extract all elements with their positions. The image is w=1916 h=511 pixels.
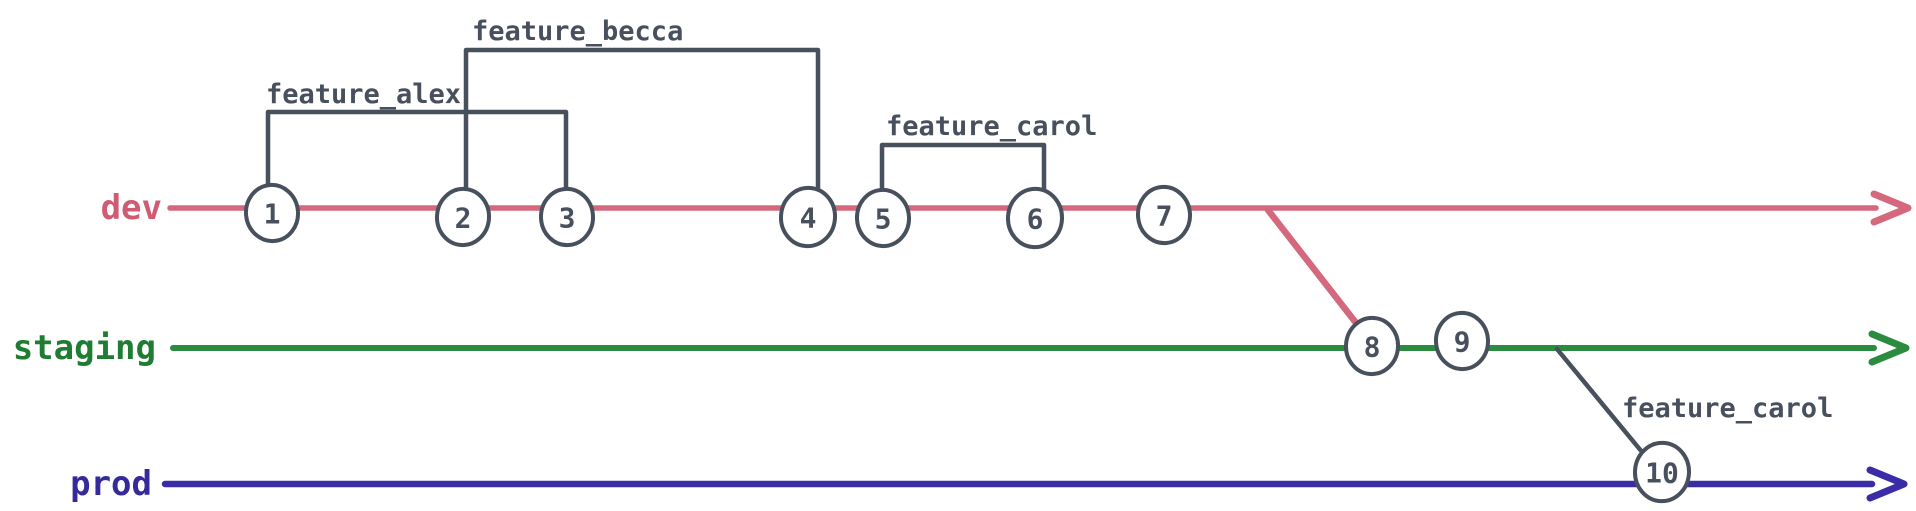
branch-arrowhead-icon-dev xyxy=(1870,190,1912,226)
commit-number-5: 5 xyxy=(875,203,892,236)
commit-node-3 xyxy=(538,186,596,248)
commit-node-1 xyxy=(243,182,301,244)
commit-number-8: 8 xyxy=(1364,331,1381,364)
commit-number-3: 3 xyxy=(559,202,576,235)
commit-node-5 xyxy=(854,187,912,249)
commit-number-2: 2 xyxy=(455,202,472,235)
feature-label-feature_becca: feature_becca xyxy=(472,16,683,47)
feature-label-feature_carol: feature_carol xyxy=(886,111,1097,142)
feature-label-feature_carol: feature_carol xyxy=(1622,393,1833,424)
branch-arrowhead-icon-prod xyxy=(1866,466,1908,502)
branch-arrowhead-icon-staging xyxy=(1868,330,1910,366)
branch-label-staging: staging xyxy=(13,328,156,368)
staging-to-prod-edge xyxy=(1554,346,1645,455)
commit-number-4: 4 xyxy=(800,202,817,235)
commit-node-4 xyxy=(778,185,838,249)
branch-label-dev: dev xyxy=(101,188,162,228)
commit-number-6: 6 xyxy=(1027,203,1044,236)
feature-becca-bracket xyxy=(463,47,821,193)
commit-number-9: 9 xyxy=(1454,326,1471,359)
dev-to-staging-edge xyxy=(1264,206,1364,332)
feature-alex-bracket xyxy=(265,109,569,193)
branch-label-prod: prod xyxy=(70,464,152,504)
commit-node-6 xyxy=(1005,186,1065,250)
commit-node-8 xyxy=(1343,315,1401,377)
commit-number-7: 7 xyxy=(1156,200,1173,233)
commit-node-10 xyxy=(1632,440,1692,504)
commit-node-9 xyxy=(1433,310,1491,372)
commit-node-7 xyxy=(1135,184,1193,246)
commit-node-2 xyxy=(434,186,492,248)
feature-carol-top-bracket xyxy=(879,142,1047,194)
feature-label-feature_alex: feature_alex xyxy=(266,79,461,110)
commit-number-1: 1 xyxy=(264,198,281,231)
commit-number-10: 10 xyxy=(1645,457,1679,490)
